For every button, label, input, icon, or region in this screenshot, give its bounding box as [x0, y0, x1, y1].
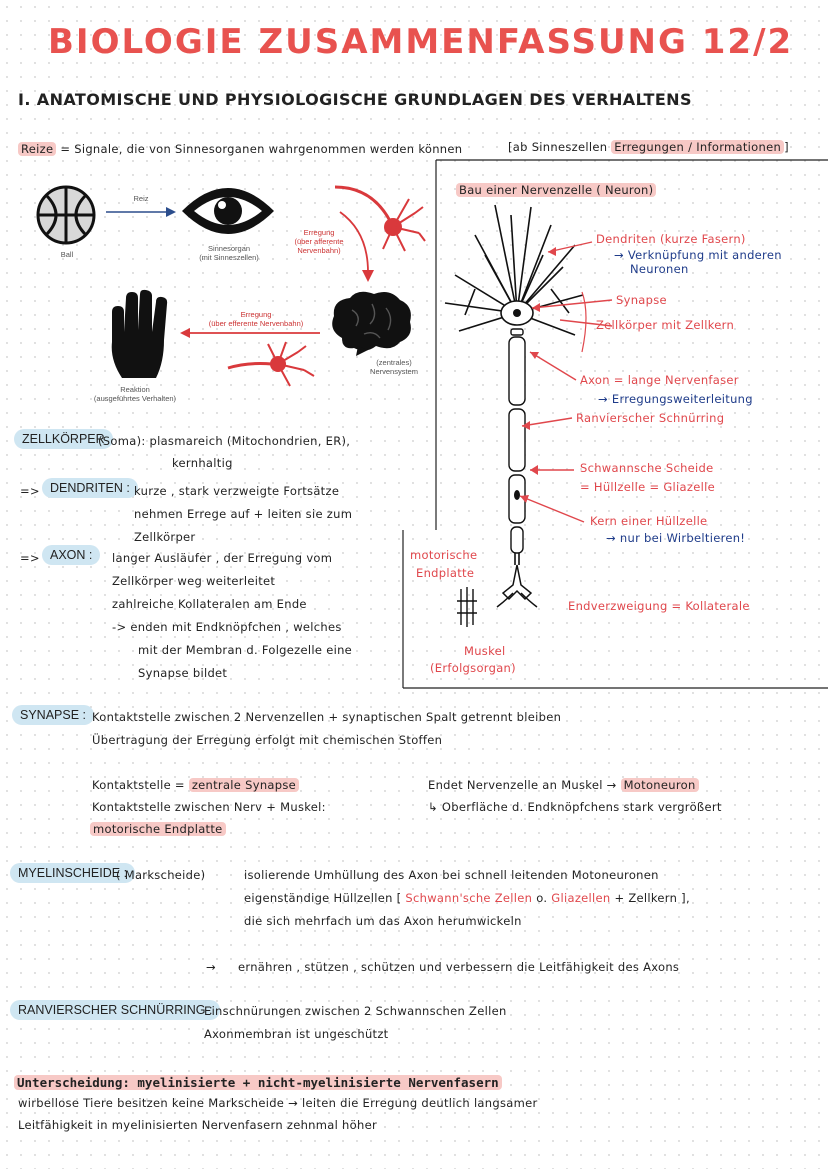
efferent-label: Erregung (über efferente Nervenbahn) [208, 310, 304, 328]
myelin-line2: eigenständige Hüllzellen [ Schwann'sche … [244, 891, 690, 905]
synapse-kontakt3: motorische Endplatte [90, 822, 226, 836]
term-zellkoerper: ZELLKÖRPER [14, 429, 113, 449]
label-schwann2: = Hüllzelle = Gliazelle [580, 480, 715, 494]
myelin-line4-arrow: → [206, 960, 216, 974]
label-dendriten: Dendriten (kurze Fasern) [596, 232, 746, 246]
synapse-right2: ↳ Oberfläche d. Endknöpfchens stark verg… [428, 800, 722, 814]
reize-note-prefix: [ab Sinneszellen [508, 140, 608, 154]
reiz-label: Reiz [133, 194, 149, 203]
synapse-line2: Übertragung der Erregung erfolgt mit che… [92, 733, 443, 747]
ball-label: Ball [60, 250, 74, 259]
label-dendriten-sub1: → Verknüpfung mit anderen [614, 248, 782, 262]
basketball-icon [36, 185, 96, 245]
reize-note: [ab Sinneszellen Erregungen / Informatio… [508, 140, 789, 154]
zns-label: (zentrales) Nervensystem [370, 358, 418, 376]
eye-icon [182, 188, 274, 234]
label-synapse: Synapse [616, 293, 667, 307]
dendriten-arrow: => [20, 484, 40, 498]
reaktion-label: Reaktion (ausgeführtes Verhalten) [93, 385, 177, 403]
myelin-line2-post: + Zellkern ], [610, 891, 690, 905]
synapse-right1-hl: Motoneuron [620, 778, 699, 792]
ranvier-line1: Einschnürungen zwischen 2 Schwannschen Z… [204, 1004, 507, 1018]
zellkoerper-line1: (Soma): plasmareich (Mitochondrien, ER), [98, 434, 351, 448]
reize-note-suffix: ] [784, 140, 789, 154]
afferent-arrow [339, 211, 374, 282]
label-schwann1: Schwannsche Scheide [580, 461, 714, 475]
label-motorische: motorische [410, 548, 478, 562]
synapse-kontakt1: Kontaktstelle = zentrale Synapse [92, 778, 300, 792]
label-axon: Axon = lange Nervenfaser [580, 373, 739, 387]
reize-note-highlight: Erregungen / Informationen [611, 140, 785, 154]
label-kern-sub: → nur bei Wirbeltieren! [606, 531, 746, 545]
page-title: BIOLOGIE ZUSAMMENFASSUNG 12/2 [48, 22, 794, 62]
reize-line: Reize = Signale, die von Sinnesorganen w… [18, 142, 462, 156]
term-myelinscheide: MYELINSCHEIDE : [10, 863, 136, 883]
axon-arrow: => [20, 551, 40, 565]
hand-icon [111, 289, 168, 378]
ranvier-line2: Axonmembran ist ungeschützt [204, 1027, 389, 1041]
myelin-paren: ( Markscheide) [116, 868, 206, 882]
term-synapse: SYNAPSE : [12, 705, 94, 725]
efferent-neuron-icon [227, 341, 315, 387]
axon-line3: zahlreiche Kollateralen am Ende [112, 597, 307, 611]
term-dendriten: DENDRITEN : [42, 478, 138, 498]
synapse-kontakt1-pre: Kontaktstelle = [92, 778, 185, 792]
sinnesorgan-label: Sinnesorgan (mit Sinneszellen) [199, 244, 259, 262]
synapse-kontakt1-hl: zentrale Synapse [188, 778, 300, 792]
dendriten-line2: nehmen Errege auf + leiten sie zum [134, 507, 353, 521]
section-heading: I. ANATOMISCHE UND PHYSIOLOGISCHE GRUNDL… [18, 90, 692, 109]
synapse-kontakt2: Kontaktstelle zwischen Nerv + Muskel: [92, 800, 326, 814]
label-zellkoerper: Zellkörper mit Zellkern [596, 318, 735, 332]
label-muskel: Muskel [464, 644, 506, 658]
term-axon: AXON : [42, 545, 101, 565]
myelin-line3: die sich mehrfach um das Axon herumwicke… [244, 914, 522, 928]
synapse-kontakt3-hl: motorische Endplatte [90, 822, 226, 836]
myelin-line2-pre: eigenständige Hüllzellen [ [244, 891, 402, 905]
label-endverzweigung: Endverzweigung = Kollaterale [568, 599, 750, 613]
axon-line6: Synapse bildet [138, 666, 228, 680]
synapse-line1: Kontaktstelle zwischen 2 Nervenzellen + … [92, 710, 562, 724]
term-ranvier: RANVIERSCHER SCHNÜRRING : [10, 1000, 221, 1020]
afferent-label: Erregung (über afferente Nervenbahn) [294, 228, 344, 255]
neuron-drawing [444, 204, 584, 627]
efferent-arrow [180, 328, 320, 338]
zellkoerper-line2: kernhaltig [172, 456, 233, 470]
neuron-title-text: Bau einer Nervenzelle ( Neuron) [456, 183, 657, 197]
label-kern: Kern einer Hüllzelle [590, 514, 708, 528]
label-endplatte: Endplatte [416, 566, 475, 580]
myelin-line2-glia: Gliazellen [551, 891, 611, 905]
label-ranvier: Ranvierscher Schnürring [576, 411, 725, 425]
unterscheidung-line2: Leitfähigkeit in myelinisierten Nervenfa… [18, 1118, 377, 1132]
label-dendriten-sub2: Neuronen [630, 262, 689, 276]
myelin-line4: ernähren , stützen , schützen und verbes… [238, 960, 680, 974]
afferent-neuron-icon [334, 185, 426, 252]
axon-line1: langer Ausläufer , der Erregung vom [112, 551, 333, 565]
reize-eq: = [60, 142, 71, 156]
label-axon-sub: → Erregungsweiterleitung [598, 392, 753, 406]
synapse-right1: Endet Nervenzelle an Muskel → Motoneuron [428, 778, 699, 792]
myelin-line2-mid: o. [532, 891, 552, 905]
neuron-title: Bau einer Nervenzelle ( Neuron) [456, 183, 657, 197]
unterscheidung-title-text: Unterscheidung: myelinisierte + nicht-my… [14, 1075, 502, 1090]
axon-line2: Zellkörper weg weiterleitet [112, 574, 276, 588]
myelin-line2-schwann: Schwann'sche Zellen [405, 891, 533, 905]
dendriten-line3: Zellkörper [134, 530, 196, 544]
myelin-line1: isolierende Umhüllung des Axon bei schne… [244, 868, 659, 882]
dendriten-line1: kurze , stark verzweigte Fortsätze [134, 484, 340, 498]
unterscheidung-title: Unterscheidung: myelinisierte + nicht-my… [14, 1072, 502, 1091]
axon-line5: mit der Membran d. Folgezelle eine [138, 643, 353, 657]
synapse-right1-pre: Endet Nervenzelle an Muskel → [428, 778, 617, 792]
reize-definition: Signale, die von Sinnesorganen wahrgenom… [74, 142, 463, 156]
unterscheidung-line1: wirbellose Tiere besitzen keine Marksche… [18, 1096, 538, 1110]
axon-line4: -> enden mit Endknöpfchen , welches [112, 620, 342, 634]
label-erfolgsorgan: (Erfolgsorgan) [430, 661, 516, 675]
brain-icon [332, 291, 411, 356]
reiz-arrow [106, 207, 176, 217]
reize-term: Reize [18, 142, 57, 156]
